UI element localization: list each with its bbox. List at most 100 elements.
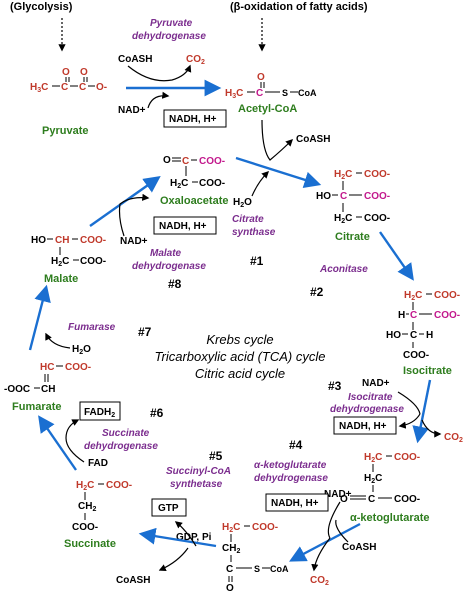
idh-nad-arrow — [397, 391, 421, 415]
step-6: #6 — [150, 406, 164, 420]
svg-text:COO-: COO- — [252, 522, 278, 533]
sdh-name-line1: Succinate — [102, 428, 150, 439]
svg-text:COO-: COO- — [199, 178, 225, 189]
svg-text:COO-: COO- — [106, 480, 132, 491]
fumarase-h2o: H2O — [72, 344, 91, 356]
cs-h2o: H2O — [233, 197, 252, 209]
step-8: #8 — [168, 277, 182, 291]
center-title-citric: Citric acid cycle — [195, 366, 285, 381]
svg-text:C: C — [79, 82, 86, 93]
malate-name: Malate — [44, 273, 78, 285]
svg-text:H2C: H2C — [76, 480, 94, 492]
akgdh-nadh-box — [265, 493, 329, 512]
svg-text:H2C: H2C — [334, 213, 352, 225]
mdh-nad: NAD+ — [120, 236, 148, 247]
svg-text:O: O — [62, 67, 70, 78]
mdh-side-arrow — [118, 193, 150, 237]
svg-text:H: H — [398, 310, 405, 321]
scs-coash-arrow — [158, 547, 189, 571]
svg-text:HO: HO — [316, 191, 331, 202]
akgdh-nad: NAD+ — [324, 489, 352, 500]
succinate-structure: H2C COO- CH2 COO- — [72, 480, 132, 533]
svg-text:H3C: H3C — [30, 82, 48, 94]
cs-main-arrow — [235, 156, 322, 188]
sdh-fad-arrow — [65, 419, 85, 463]
malate-structure: HO CH COO- H2C COO- — [31, 235, 106, 268]
svg-text:COO-: COO- — [434, 310, 460, 321]
beta-oxidation-label: (β-oxidation of fatty acids) — [230, 1, 368, 13]
idh-nadh-arrow — [398, 413, 421, 429]
scs-name-line2: synthetase — [170, 479, 223, 490]
svg-text:CH2: CH2 — [78, 501, 96, 513]
isocitrate-structure: H2C COO- H C COO- HO C H COO- — [386, 290, 460, 361]
citrate-structure: H2C COO- HO C COO- H2C COO- — [316, 169, 390, 225]
isocitrate-name: Isocitrate — [403, 365, 452, 377]
svg-text:COO-: COO- — [394, 452, 420, 463]
cs-h2o-arrow — [251, 170, 270, 197]
glycolysis-label: (Glycolysis) — [10, 1, 73, 13]
idh-main-arrow — [412, 379, 432, 444]
svg-text:O-: O- — [96, 82, 107, 93]
pdh-nad: NAD+ — [118, 105, 146, 116]
akgdh-nad-arrow — [327, 501, 341, 539]
svg-text:C: C — [182, 156, 189, 167]
sdh-fadh2-box — [79, 401, 121, 421]
fumarase-h2o-arrow — [45, 332, 71, 349]
acetyl-coa-name: Acetyl-CoA — [238, 103, 297, 115]
svg-text:-OOC: -OOC — [4, 384, 30, 395]
cs-acetyl-arrow — [261, 119, 294, 161]
mdh-nadh-box — [153, 216, 217, 235]
step-4: #4 — [289, 438, 303, 452]
step-2: #2 — [310, 285, 324, 299]
svg-text:S: S — [282, 88, 288, 98]
svg-text:COO-: COO- — [65, 362, 91, 373]
scs-gtp-arrow — [174, 521, 197, 547]
step-3: #3 — [328, 379, 342, 393]
mdh-name-line2: dehydrogenase — [132, 261, 206, 272]
center-title-tca: Tricarboxylic acid (TCA) cycle — [155, 349, 326, 364]
svg-text:C: C — [226, 564, 233, 575]
idh-nadh: NADH, H+ — [339, 421, 387, 432]
svg-text:COO-: COO- — [434, 290, 460, 301]
svg-text:HO: HO — [31, 235, 46, 246]
scs-coash: CoASH — [116, 575, 150, 586]
oxaloacetate-name: Oxaloacetate — [160, 195, 228, 207]
scs-gtp: GTP — [158, 503, 179, 514]
svg-text:H2C: H2C — [364, 452, 382, 464]
svg-text:O: O — [257, 72, 265, 83]
alpha-ketoglutarate-structure: H2C COO- H2C O C COO- — [340, 452, 420, 505]
svg-text:H: H — [426, 330, 433, 341]
svg-text:O: O — [226, 583, 234, 592]
pdh-side-arrow — [127, 64, 192, 82]
svg-text:H2C: H2C — [334, 169, 352, 181]
svg-text:COO-: COO- — [72, 522, 98, 533]
cs-coash: CoASH — [296, 134, 330, 145]
step-5: #5 — [209, 449, 223, 463]
acetyl-coa-structure: H3C C O S CoA — [225, 72, 317, 100]
idh-co2: CO2 — [444, 432, 463, 444]
pdh-nad-arrow — [147, 91, 170, 109]
idh-co2-arrow — [421, 419, 442, 438]
svg-text:CoA: CoA — [298, 88, 317, 98]
scs-main-arrow — [138, 527, 217, 548]
idh-name-line2: dehydrogenase — [330, 404, 404, 415]
svg-text:C: C — [410, 330, 417, 341]
akgdh-name-line2: dehydrogenase — [254, 473, 328, 484]
svg-text:O: O — [80, 67, 88, 78]
pdh-name-line1: Pyruvate — [150, 18, 193, 29]
svg-text:CoA: CoA — [270, 564, 289, 574]
citrate-name: Citrate — [335, 231, 370, 243]
svg-text:C: C — [368, 494, 375, 505]
akgdh-nadh: NADH, H+ — [271, 498, 319, 509]
svg-text:CH: CH — [41, 384, 55, 395]
svg-text:COO-: COO- — [80, 235, 106, 246]
svg-text:HO: HO — [386, 330, 401, 341]
svg-text:C: C — [61, 82, 68, 93]
svg-text:C: C — [340, 191, 347, 202]
aconitase-arrow — [379, 231, 414, 281]
pdh-name-line2: dehydrogenase — [132, 31, 206, 42]
oxaloacetate-structure: O C COO- H2C COO- — [163, 155, 225, 190]
scs-gtp-box — [151, 498, 187, 517]
aconitase-name: Aconitase — [319, 264, 368, 275]
